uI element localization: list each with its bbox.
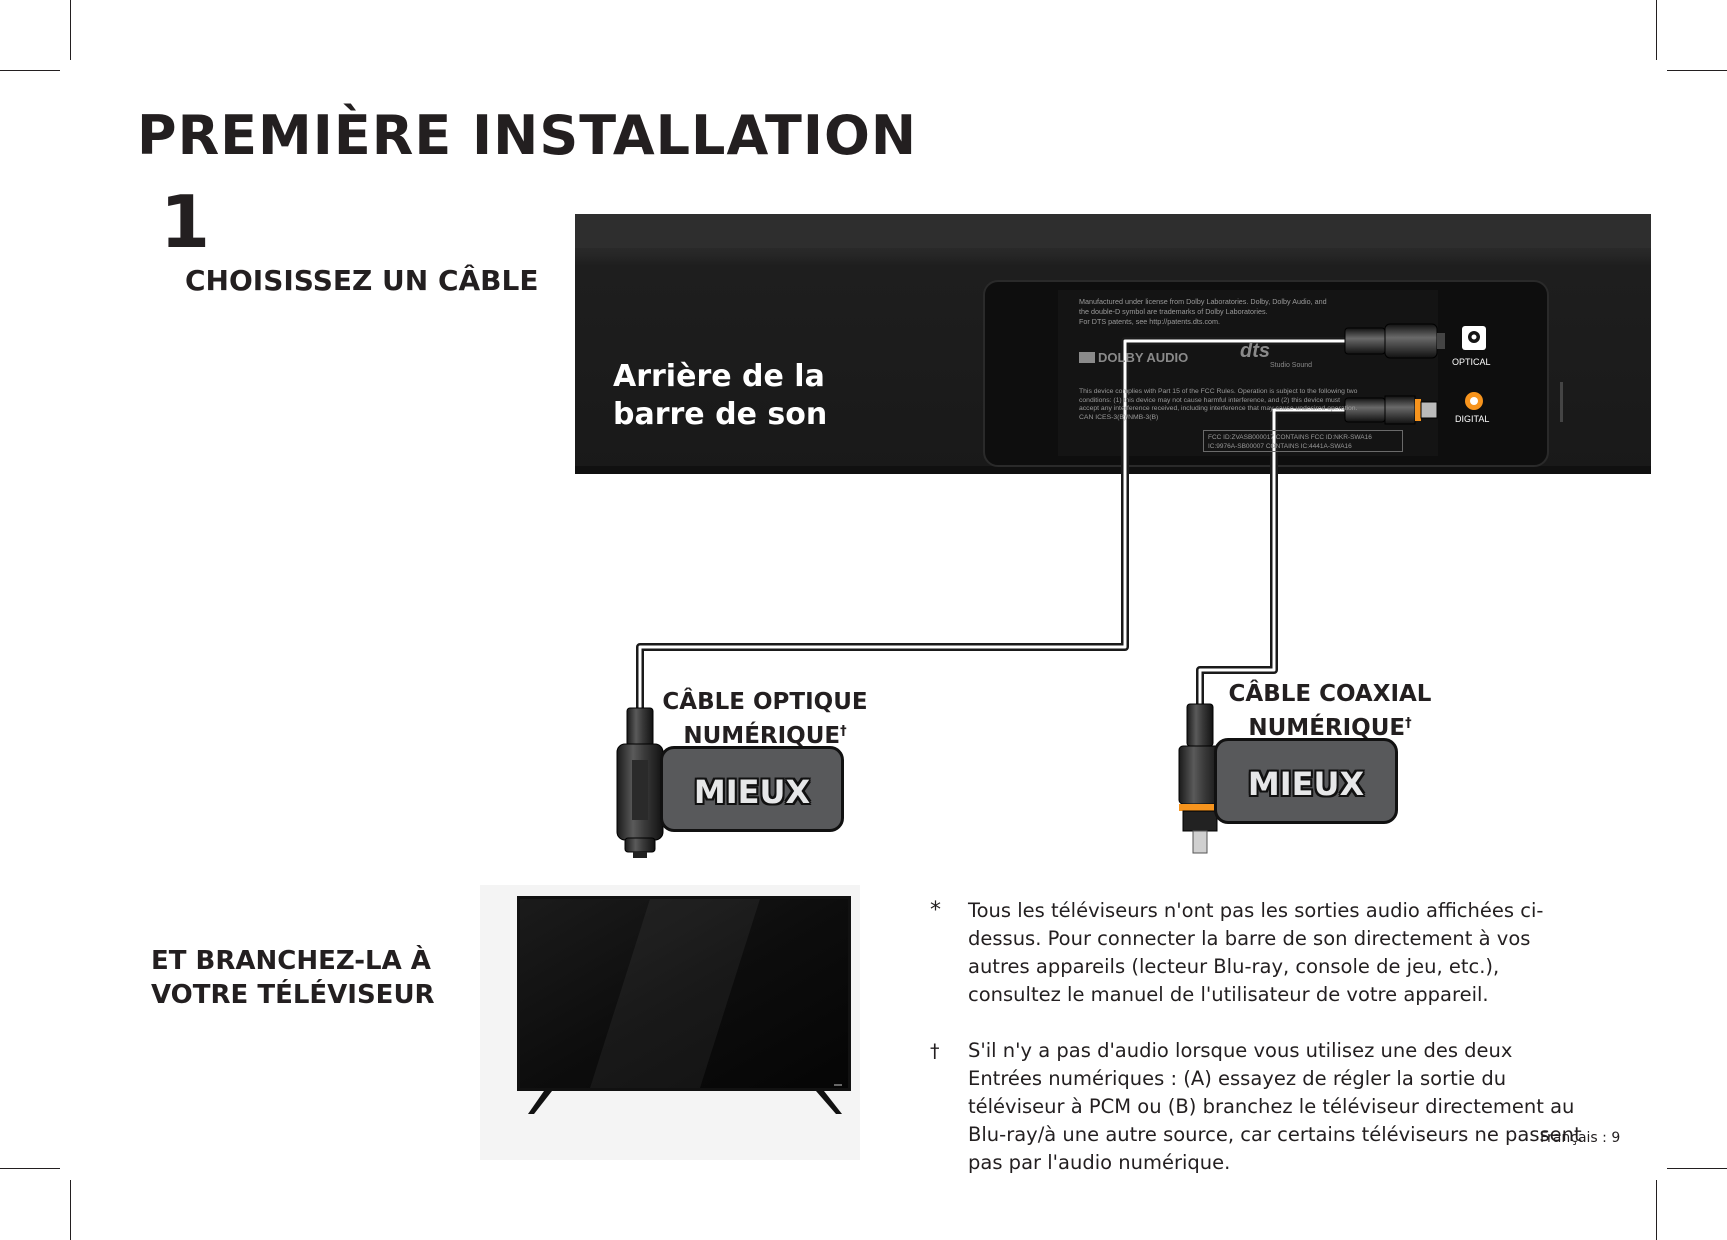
fcc-line: conditions: (1) this device may not caus… [1079, 396, 1341, 404]
footnote-dagger: † S'il n'y a pas d'audio lorsque vous ut… [930, 1037, 1590, 1177]
fcc-id-line: IC:9976A-SB00007 CONTAINS IC:4441A-SWA16 [1208, 443, 1352, 450]
coaxial-cable-name: CÂBLE COAXIAL [1228, 681, 1432, 707]
optical-dagger: † [840, 724, 847, 739]
fcc-text: This device complies with Part 15 of the… [1079, 388, 1357, 422]
optical-rating-text: MIEUX [693, 773, 811, 811]
footnote-mark: † [930, 1040, 940, 1062]
crop-mark [1667, 1168, 1727, 1169]
optical-cable-name: CÂBLE OPTIQUE [662, 689, 868, 715]
crop-mark [70, 0, 71, 60]
coaxial-rating-text: MIEUX [1247, 765, 1365, 803]
crop-mark [1656, 0, 1657, 60]
crop-mark [0, 1168, 60, 1169]
optical-rating-badge: MIEUX [660, 746, 844, 832]
coaxial-plug-connected [1344, 395, 1438, 425]
crop-mark [0, 70, 60, 71]
digital-port-label: DIGITAL [1455, 414, 1490, 424]
license-text: Manufactured under license from Dolby La… [1079, 297, 1327, 327]
dolby-logo: DOLBY AUDIO [1079, 350, 1188, 365]
coaxial-dagger: † [1405, 716, 1412, 731]
crop-mark [1656, 1180, 1657, 1240]
dolby-dd-icon [1079, 352, 1095, 363]
footnotes: * Tous les téléviseurs n'ont pas les sor… [930, 897, 1590, 1205]
coaxial-rating-badge: MIEUX [1214, 738, 1398, 824]
coaxial-cable-label: CÂBLE COAXIAL NUMÉRIQUE† [1210, 680, 1450, 743]
fcc-id-box: FCC ID:ZVASB000017 CONTAINS FCC ID:NKR-S… [1203, 430, 1403, 452]
optical-plug-connected [1344, 323, 1445, 359]
dolby-logo-text: DOLBY AUDIO [1098, 350, 1189, 365]
footnote-asterisk: * Tous les téléviseurs n'ont pas les sor… [930, 897, 1590, 1009]
page-number: Français : 9 [1540, 1130, 1621, 1146]
page-title: PREMIÈRE INSTALLATION [137, 104, 918, 167]
crop-mark [1667, 70, 1727, 71]
footnote-mark: * [930, 898, 941, 923]
dts-logo-text: dts [1240, 340, 1270, 362]
fcc-line: accept any interference received, includ… [1079, 405, 1358, 412]
fcc-line: CAN ICES-3(B)/NMB-3(B) [1079, 413, 1159, 421]
footnote-text: S'il n'y a pas d'audio lorsque vous util… [968, 1039, 1582, 1174]
soundbar-rear [575, 214, 1651, 474]
optical-cable-label: CÂBLE OPTIQUE NUMÉRIQUE† [645, 688, 885, 751]
fcc-id-line: FCC ID:ZVASB000017 CONTAINS FCC ID:NKR-S… [1208, 434, 1372, 441]
optical-cable-plug [616, 707, 664, 858]
step-choose-label: CHOISISSEZ UN CÂBLE [185, 264, 539, 297]
tv-illustration [480, 885, 860, 1160]
digital-port-icon [1465, 392, 1483, 410]
license-line: Manufactured under license from Dolby La… [1079, 297, 1327, 306]
coaxial-cable-plug [1178, 703, 1222, 854]
optical-port-icon [1462, 326, 1486, 350]
coaxial-cable-name2: NUMÉRIQUE [1248, 715, 1406, 741]
footnote-text: Tous les téléviseurs n'ont pas les sorti… [968, 899, 1544, 1006]
dts-sub-text: Studio Sound [1270, 362, 1313, 369]
license-line: the double-D symbol are trademarks of Do… [1079, 307, 1268, 316]
fcc-line: This device complies with Part 15 of the… [1079, 388, 1358, 395]
crop-mark [70, 1180, 71, 1240]
license-line: For DTS patents, see http://patents.dts.… [1079, 317, 1221, 326]
step-number: 1 [160, 180, 211, 264]
optical-port-label: OPTICAL [1452, 357, 1491, 367]
step-connect-label: ET BRANCHEZ-LA À VOTRE TÉLÉVISEUR [151, 946, 435, 1010]
soundbar-rear-label: Arrière de la barre de son [613, 359, 828, 432]
optical-cable-name2: NUMÉRIQUE [683, 723, 841, 749]
dts-logo: dts Studio Sound [1240, 341, 1312, 370]
